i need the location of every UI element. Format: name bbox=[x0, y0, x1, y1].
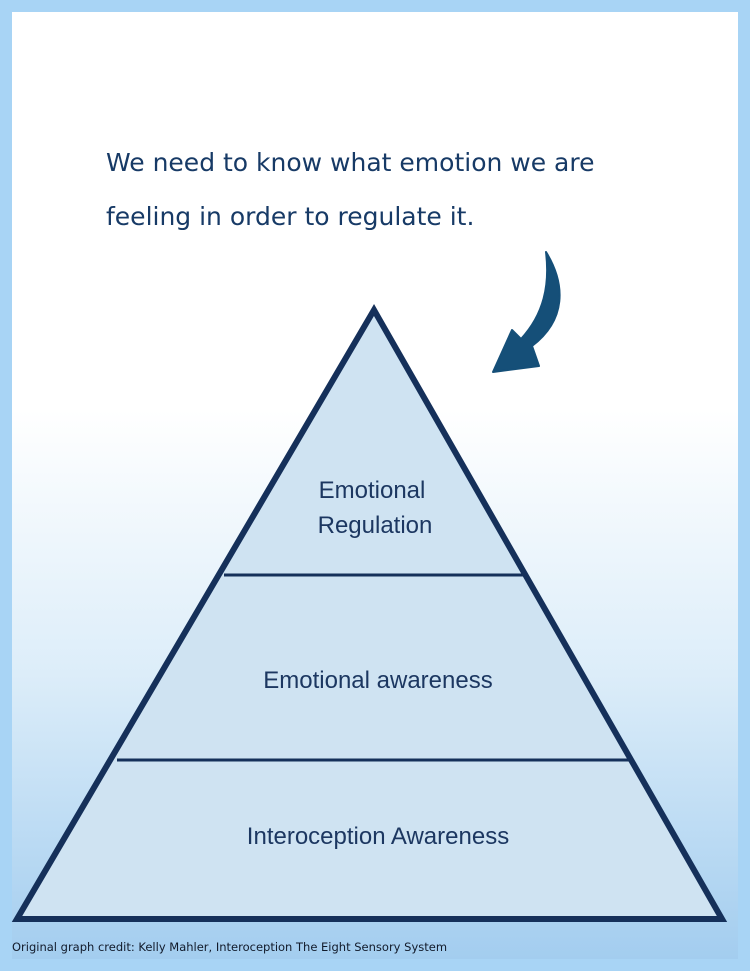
heading-line-2: feeling in order to regulate it. bbox=[106, 202, 475, 231]
heading-text: We need to know what emotion we are feel… bbox=[106, 136, 666, 244]
pyramid-shape bbox=[11, 304, 728, 922]
tier-label-emotional-awareness: Emotional awareness bbox=[263, 667, 492, 694]
heading-line-1: We need to know what emotion we are bbox=[106, 148, 595, 177]
tier-label-emotional-regulation-line-2: Regulation bbox=[318, 512, 433, 539]
credit-text: Original graph credit: Kelly Mahler, Int… bbox=[12, 940, 448, 954]
curved-arrow-icon bbox=[492, 251, 561, 373]
tier-label-interoception-awareness: Interoception Awareness bbox=[247, 823, 509, 850]
tier-label-emotional-regulation-line-1: Emotional bbox=[319, 477, 426, 504]
